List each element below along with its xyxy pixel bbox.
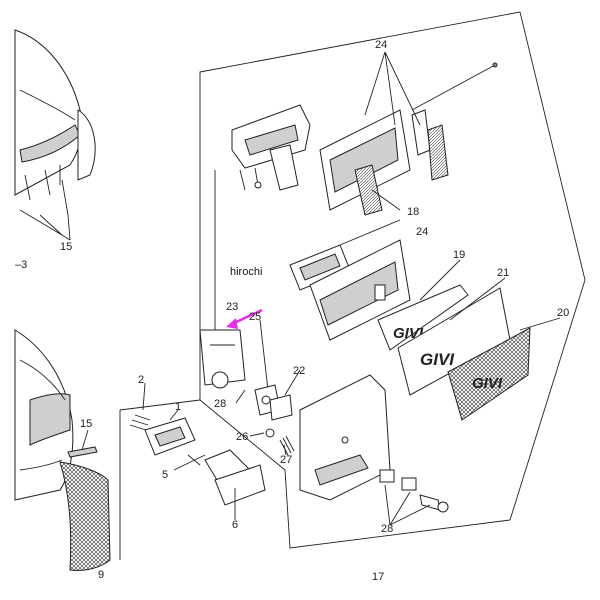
callout-15-upper: 15: [60, 241, 72, 253]
case-bottom-fragment: [14, 329, 74, 501]
reflector-9: [59, 461, 111, 571]
callout-17: 17: [372, 571, 384, 583]
case-top-fragment: [14, 29, 96, 241]
callout-3: –3: [15, 259, 27, 271]
reflector-20: GIVI: [447, 327, 531, 421]
cover-17: [299, 374, 391, 501]
highlight-arrow: [231, 308, 263, 326]
callout-28-right: 28: [381, 523, 393, 535]
callout-24-top: 24: [375, 39, 387, 51]
highlight-arrowhead: [226, 318, 238, 329]
reflector-20-logo: GIVI: [472, 375, 503, 392]
handle-assembly-24: [319, 62, 498, 216]
callout-20: 20: [557, 307, 569, 319]
callout-1: 1: [175, 401, 181, 413]
callout-28-left: 28: [214, 398, 226, 410]
left-side-parts: [119, 399, 266, 560]
callout-25: 25: [249, 311, 261, 323]
callout-6: 6: [232, 519, 238, 531]
reflector-15-strip: [67, 446, 98, 458]
callout-22: 22: [293, 365, 305, 377]
callout-2: 2: [138, 374, 144, 386]
leader-lines: [81, 51, 561, 526]
assembly-outline: [199, 11, 586, 549]
lock-body-24: [289, 219, 411, 341]
lock-lever-23: [199, 319, 269, 391]
watermark-text: hirochi: [230, 266, 262, 278]
callout-19: 19: [453, 249, 465, 261]
callout-24-mid: 24: [416, 226, 428, 238]
key-cylinders-28: [379, 469, 449, 513]
callout-labels: 24 18 24 19 21 20 23 25 22 28 26 27 28 1…: [15, 39, 569, 583]
callout-21: 21: [497, 267, 509, 279]
callout-27: 27: [280, 454, 292, 466]
callout-5: 5: [162, 469, 168, 481]
callout-26: 26: [236, 431, 248, 443]
plate-21-logo: GIVI: [420, 350, 455, 369]
lock-mechanism-upper: [214, 104, 311, 345]
callout-18: 18: [407, 206, 419, 218]
latch-parts: [254, 384, 295, 456]
callout-9: 9: [98, 569, 104, 581]
callout-23: 23: [226, 301, 238, 313]
callout-15-lower: 15: [80, 418, 92, 430]
